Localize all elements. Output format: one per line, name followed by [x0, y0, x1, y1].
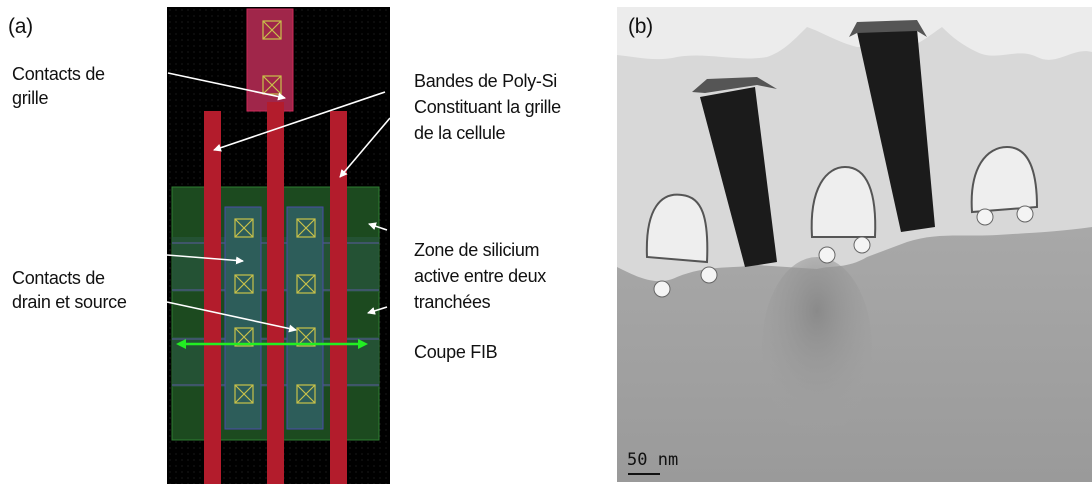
scale-bar-label: 50 nm [627, 450, 679, 470]
arrow-poly-left [213, 91, 386, 152]
arrow-contact-lower [166, 301, 297, 333]
scale-bar: 50 nm [627, 450, 679, 475]
poly-band-left [204, 111, 221, 484]
active-zone-label-line2: active entre deux [414, 266, 546, 286]
drain-source-contact [234, 274, 254, 294]
arrow-poly-right [339, 117, 391, 178]
substrate-shadow [762, 257, 872, 437]
poly-trench-left [700, 87, 777, 267]
drain-source-contact [296, 384, 316, 404]
gate-contact [262, 20, 282, 40]
diffusion-column-right [286, 206, 324, 430]
poly-trench-right [857, 29, 935, 232]
poly-band-center [267, 102, 284, 484]
spacer-right [970, 145, 1039, 226]
scale-bar-line [628, 473, 660, 475]
spacer-left [645, 193, 718, 298]
fib-cut-line [176, 339, 368, 349]
spacer-center [810, 165, 877, 264]
arrow-active-upper [368, 222, 388, 231]
drain-source-contacts-label: Contacts de drain et source [12, 266, 127, 314]
poly-bands-label-line1: Bandes de Poly-Si [414, 71, 557, 91]
drain-source-contact [296, 274, 316, 294]
drain-source-contact [234, 218, 254, 238]
active-zone-label-line3: tranchées [414, 292, 491, 312]
drain-source-label-line2: drain et source [12, 292, 127, 312]
poly-bands-label: Bandes de Poly-Si Constituant la grille … [414, 68, 561, 146]
poly-bands-label-line2: Constituant la grille [414, 97, 561, 117]
active-zone-label: Zone de silicium active entre deux tranc… [414, 237, 546, 315]
poly-bands-label-line3: de la cellule [414, 123, 506, 143]
active-zone-label-line1: Zone de silicium [414, 240, 540, 260]
arrow-active-lower [367, 306, 388, 315]
gate-contacts-label-line1: Contacts de [12, 64, 105, 84]
gate-contacts-label-line2: grille [12, 88, 49, 108]
panel-b-tag: (b) [628, 15, 653, 38]
drain-source-label-line1: Contacts de [12, 268, 105, 288]
trench-right-cap [849, 20, 927, 37]
fib-cut-label: Coupe FIB [414, 342, 498, 362]
arrow-gate-contacts [167, 72, 286, 101]
gate-contacts-label: Contacts de grille [12, 62, 105, 110]
gate-contact [262, 75, 282, 95]
poly-band-right [330, 111, 347, 484]
tem-cross-section-image [617, 7, 1092, 482]
drain-source-contact [234, 384, 254, 404]
trench-left-cap [692, 77, 777, 93]
panel-a-tag: (a) [8, 15, 33, 38]
arrow-contact-upper [166, 254, 244, 265]
drain-source-contact [296, 218, 316, 238]
